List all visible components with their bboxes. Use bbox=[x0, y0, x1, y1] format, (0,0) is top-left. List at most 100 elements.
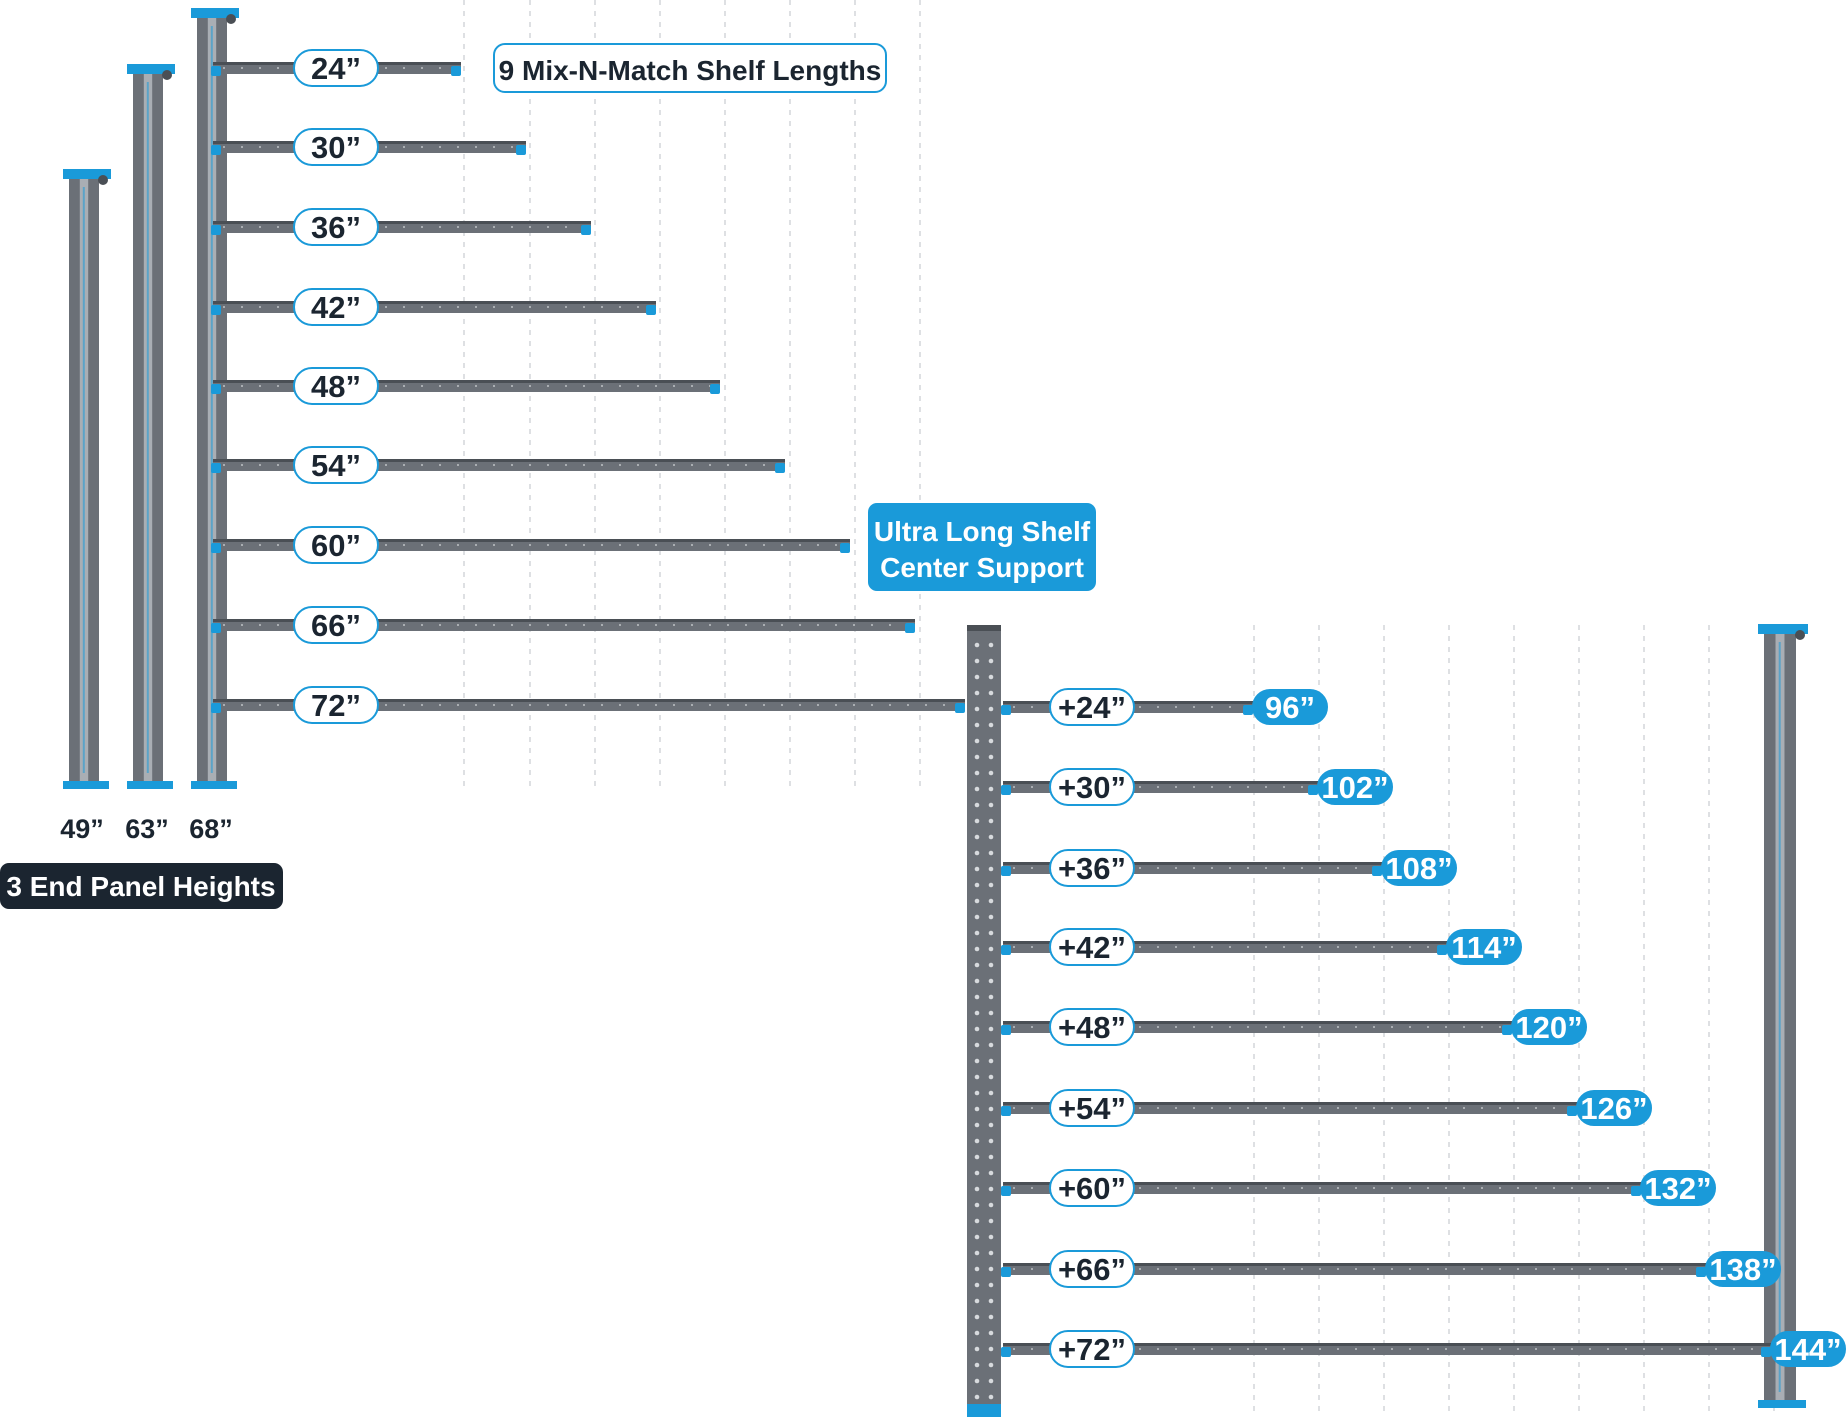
total-length-pill-5: 120” bbox=[1511, 1009, 1587, 1045]
shelf-length-pill-5-text: 48” bbox=[311, 369, 361, 404]
shelf-length-pill-5: 48” bbox=[293, 367, 379, 405]
end-panel-63-slot bbox=[146, 82, 149, 773]
center-support-hole bbox=[974, 898, 980, 904]
total-length-pill-5-text: 120” bbox=[1515, 1010, 1582, 1045]
shelf-beam-2-left-bracket bbox=[211, 145, 221, 155]
end-panel-68-foot bbox=[191, 781, 237, 789]
extension-pill-4-bg bbox=[1049, 928, 1135, 966]
extension-pill-5: +48” bbox=[1049, 1008, 1135, 1046]
center-support-hole bbox=[988, 1058, 994, 1064]
end-panel-right-slot bbox=[1778, 642, 1781, 1392]
end-panel-49-slot bbox=[82, 187, 85, 773]
extension-beam-4-left-bracket bbox=[1001, 945, 1011, 955]
extension-beam-2-right-bracket bbox=[1308, 785, 1318, 795]
total-length-pill-1-bg bbox=[1252, 689, 1328, 725]
center-support-hole bbox=[974, 706, 980, 712]
center-support-hole bbox=[988, 786, 994, 792]
center-support-hole bbox=[974, 754, 980, 760]
center-support-hole bbox=[974, 1074, 980, 1080]
center-support-hole bbox=[974, 1346, 980, 1352]
shelf-length-pill-3-bg bbox=[293, 208, 379, 246]
shelf-length-pill-2-bg bbox=[293, 128, 379, 166]
end-panels-label: 3 End Panel Heights bbox=[6, 871, 275, 902]
extension-beam-5-top-edge bbox=[1003, 1021, 1512, 1024]
total-length-pill-3: 108” bbox=[1381, 850, 1457, 886]
center-support-hole bbox=[988, 690, 994, 696]
center-support-hole bbox=[988, 1010, 994, 1016]
extension-beam-2-left-bracket bbox=[1001, 785, 1011, 795]
center-support-hole bbox=[974, 994, 980, 1000]
center-support-hole bbox=[974, 978, 980, 984]
end-panel-63-top-cap bbox=[127, 64, 175, 74]
center-support-hole bbox=[974, 914, 980, 920]
total-length-pill-2-text: 102” bbox=[1321, 770, 1388, 805]
center-support-post bbox=[967, 625, 1001, 1417]
center-support-hole bbox=[974, 1106, 980, 1112]
shelf-length-pill-3: 36” bbox=[293, 208, 379, 246]
shelf-beam-4 bbox=[211, 301, 656, 315]
shelf-beam-4-right-bracket bbox=[646, 305, 656, 315]
shelf-beam-6-right-bracket bbox=[775, 463, 785, 473]
center-support-hole bbox=[974, 1378, 980, 1384]
center-support-hole bbox=[988, 674, 994, 680]
extension-beam-4-top-edge bbox=[1003, 941, 1447, 944]
total-length-pill-4-text: 114” bbox=[1451, 930, 1517, 965]
shelf-lengths-title-box: 9 Mix-N-Match Shelf Lengths bbox=[493, 43, 887, 93]
extension-beam-7-left-bracket bbox=[1001, 1186, 1011, 1196]
total-length-pill-8-text: 138” bbox=[1709, 1252, 1776, 1287]
shelf-beam-5-top-edge bbox=[213, 380, 720, 383]
extension-beam-8-top-edge bbox=[1003, 1263, 1706, 1266]
extension-pill-2-bg bbox=[1049, 768, 1135, 806]
shelf-lengths-title: 9 Mix-N-Match Shelf Lengths bbox=[499, 55, 882, 86]
center-support-hole bbox=[974, 1314, 980, 1320]
extension-beam-6-top-edge bbox=[1003, 1102, 1577, 1105]
extension-pill-7-bg bbox=[1049, 1169, 1135, 1207]
shelf-length-pill-9-bg bbox=[293, 686, 379, 724]
center-support-hole bbox=[988, 914, 994, 920]
center-support-hole bbox=[988, 658, 994, 664]
center-support-hole bbox=[988, 1202, 994, 1208]
center-support-hole bbox=[974, 818, 980, 824]
extension-pill-6-bg bbox=[1049, 1089, 1135, 1127]
center-support-hole bbox=[988, 978, 994, 984]
center-support-hole bbox=[974, 1298, 980, 1304]
shelf-beam-7-right-bracket bbox=[840, 543, 850, 553]
extension-pill-9-text: +72” bbox=[1058, 1332, 1126, 1367]
center-support-hole bbox=[974, 722, 980, 728]
shelf-beam-7-left-bracket bbox=[211, 543, 221, 553]
extension-pill-1: +24” bbox=[1049, 688, 1135, 726]
center-support-hole bbox=[988, 1074, 994, 1080]
shelf-beam-8-top-edge bbox=[213, 619, 915, 622]
total-length-pill-7-bg bbox=[1640, 1170, 1716, 1206]
extension-pill-9-bg bbox=[1049, 1330, 1135, 1368]
center-support-hole bbox=[974, 674, 980, 680]
shelf-length-pill-2-text: 30” bbox=[311, 130, 361, 165]
extension-beam-8-right-bracket bbox=[1696, 1267, 1706, 1277]
shelf-beam-6-left-bracket bbox=[211, 463, 221, 473]
shelf-beam-1-left-bracket bbox=[211, 66, 221, 76]
center-support-hole bbox=[974, 1058, 980, 1064]
end-panels-label-box: 3 End Panel Heights bbox=[0, 863, 283, 909]
total-length-pill-5-bg bbox=[1511, 1009, 1587, 1045]
shelf-beam-4-top-edge bbox=[213, 301, 656, 304]
center-support-hole bbox=[988, 802, 994, 808]
center-support-hole bbox=[974, 962, 980, 968]
center-support-hole bbox=[988, 898, 994, 904]
total-length-pill-4-bg bbox=[1446, 929, 1522, 965]
center-support-hole bbox=[988, 642, 994, 648]
shelf-length-pill-1: 24” bbox=[293, 49, 379, 87]
center-support-hole bbox=[988, 1138, 994, 1144]
center-support-hole bbox=[988, 818, 994, 824]
end-panel-right-top-cap bbox=[1758, 624, 1808, 634]
center-support-hole bbox=[974, 1330, 980, 1336]
shelf-beam-4-left-bracket bbox=[211, 305, 221, 315]
center-support-hole bbox=[974, 1202, 980, 1208]
extension-pill-5-bg bbox=[1049, 1008, 1135, 1046]
center-support-hole bbox=[988, 946, 994, 952]
extension-pill-3-bg bbox=[1049, 849, 1135, 887]
center-support-hole bbox=[974, 850, 980, 856]
center-support-hole bbox=[988, 1026, 994, 1032]
center-support-hole bbox=[974, 1250, 980, 1256]
center-support-hole bbox=[974, 1042, 980, 1048]
shelf-beam-3-top-edge bbox=[213, 221, 591, 224]
